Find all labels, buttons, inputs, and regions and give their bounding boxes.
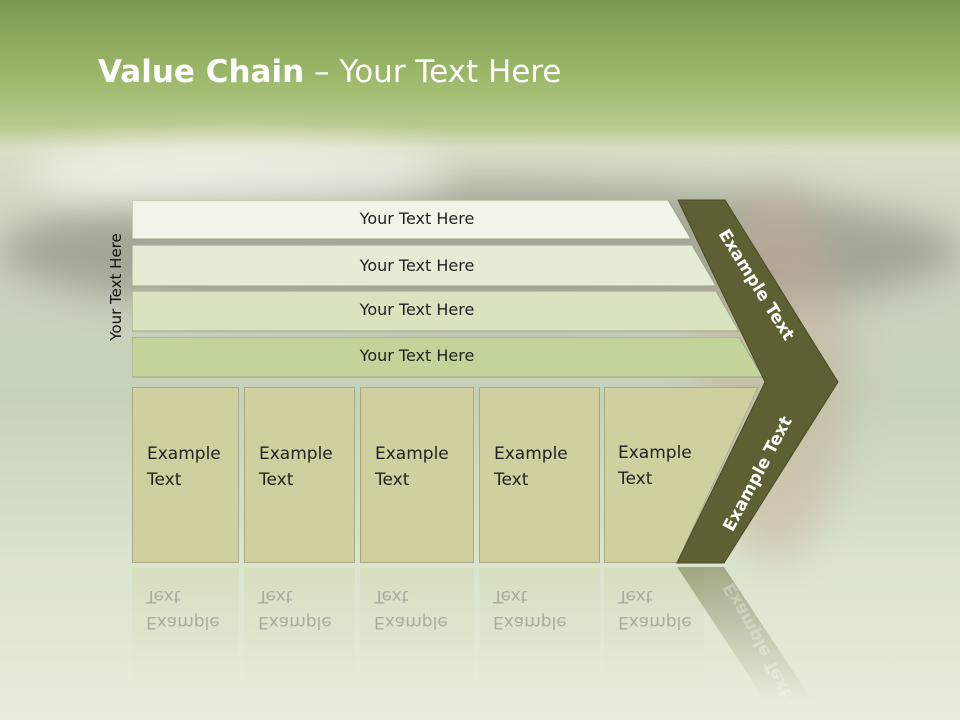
box-3-line1: Example — [375, 444, 449, 464]
bar-1: Your Text Here — [132, 200, 692, 240]
bar-3-shape — [132, 291, 740, 332]
box-3-line2: Text — [375, 470, 410, 490]
box-1-line2: Text — [147, 470, 182, 490]
box-4: Example Text — [479, 387, 600, 563]
background-blur-light — [30, 140, 450, 210]
box-2: Example Text — [244, 387, 355, 563]
slide-title: Value Chain – Your Text Here — [98, 54, 562, 90]
bar-1-label: Your Text Here — [359, 209, 475, 228]
bar-2-label: Your Text Here — [359, 256, 475, 275]
box-4-line1: Example — [494, 444, 568, 464]
box-4-line2: Text — [494, 470, 529, 490]
bar-2: Your Text Here — [132, 245, 717, 287]
bar-3-label: Your Text Here — [359, 300, 475, 319]
box-2-line1: Example — [259, 444, 333, 464]
box-2-line2: Text — [259, 470, 294, 490]
bar-3: Your Text Here — [132, 291, 740, 332]
box-5-line2: Text — [618, 469, 653, 489]
bar-1-shape — [132, 200, 692, 240]
chevron-reflection — [677, 567, 812, 700]
bar-2-shape — [132, 245, 717, 287]
box-5: Example Text — [604, 387, 764, 563]
chevron-shape — [676, 199, 839, 564]
bar-4-label: Your Text Here — [359, 346, 475, 365]
box-3: Example Text — [360, 387, 474, 563]
box-1: Example Text — [132, 387, 239, 563]
box-1-line1: Example — [147, 444, 221, 464]
box-5-line1: Example — [618, 443, 692, 463]
